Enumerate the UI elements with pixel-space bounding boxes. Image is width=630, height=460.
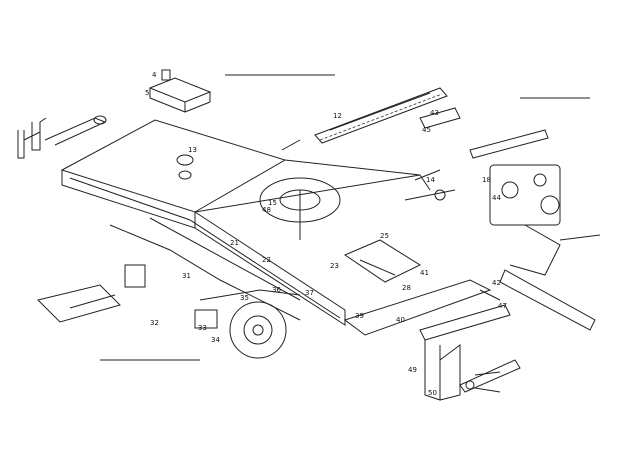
wheel-assembly	[124, 264, 301, 359]
center-hub	[176, 154, 341, 240]
callout-44: 44	[492, 194, 501, 202]
callout-28: 28	[402, 284, 411, 292]
leader-lines	[100, 74, 590, 393]
drive-assembly	[489, 164, 601, 331]
callout-39: 39	[355, 312, 364, 320]
callout-35: 35	[240, 294, 249, 302]
callout-36: 36	[272, 286, 281, 294]
callout-50: 50	[428, 389, 437, 397]
callout-43: 43	[430, 109, 439, 117]
callout-33: 33	[198, 324, 207, 332]
mid-bracket	[343, 189, 456, 283]
auger-tube	[314, 87, 549, 159]
skid-plates	[37, 279, 511, 341]
callout-32: 32	[150, 319, 159, 327]
callout-40: 40	[396, 316, 405, 324]
callout-5: 5	[145, 89, 149, 97]
lower-stand	[424, 340, 521, 401]
callout-13: 13	[188, 146, 197, 154]
callout-14: 14	[426, 176, 435, 184]
callout-34: 34	[211, 336, 220, 344]
main-frame	[60, 119, 431, 326]
callout-15: 15	[268, 199, 277, 207]
callout-48: 48	[262, 206, 271, 214]
callout-4: 4	[152, 71, 157, 79]
callout-49: 49	[408, 366, 417, 374]
callout-12: 12	[333, 112, 342, 120]
callout-18: 18	[482, 176, 491, 184]
callout-labels: 4 5 12 13 14 15 18 21 22 23 25 28 31 32 …	[145, 71, 507, 397]
callout-42: 42	[492, 279, 501, 287]
callout-23: 23	[330, 262, 339, 270]
callout-31: 31	[182, 272, 191, 280]
callout-22: 22	[262, 256, 271, 264]
left-uprights	[17, 115, 107, 159]
callout-45: 45	[422, 126, 431, 134]
callout-41: 41	[420, 269, 429, 277]
top-bracket	[148, 69, 212, 113]
callout-37: 37	[305, 289, 314, 297]
callout-21: 21	[230, 239, 239, 247]
callout-47: 47	[498, 302, 507, 310]
callout-25: 25	[380, 232, 389, 240]
